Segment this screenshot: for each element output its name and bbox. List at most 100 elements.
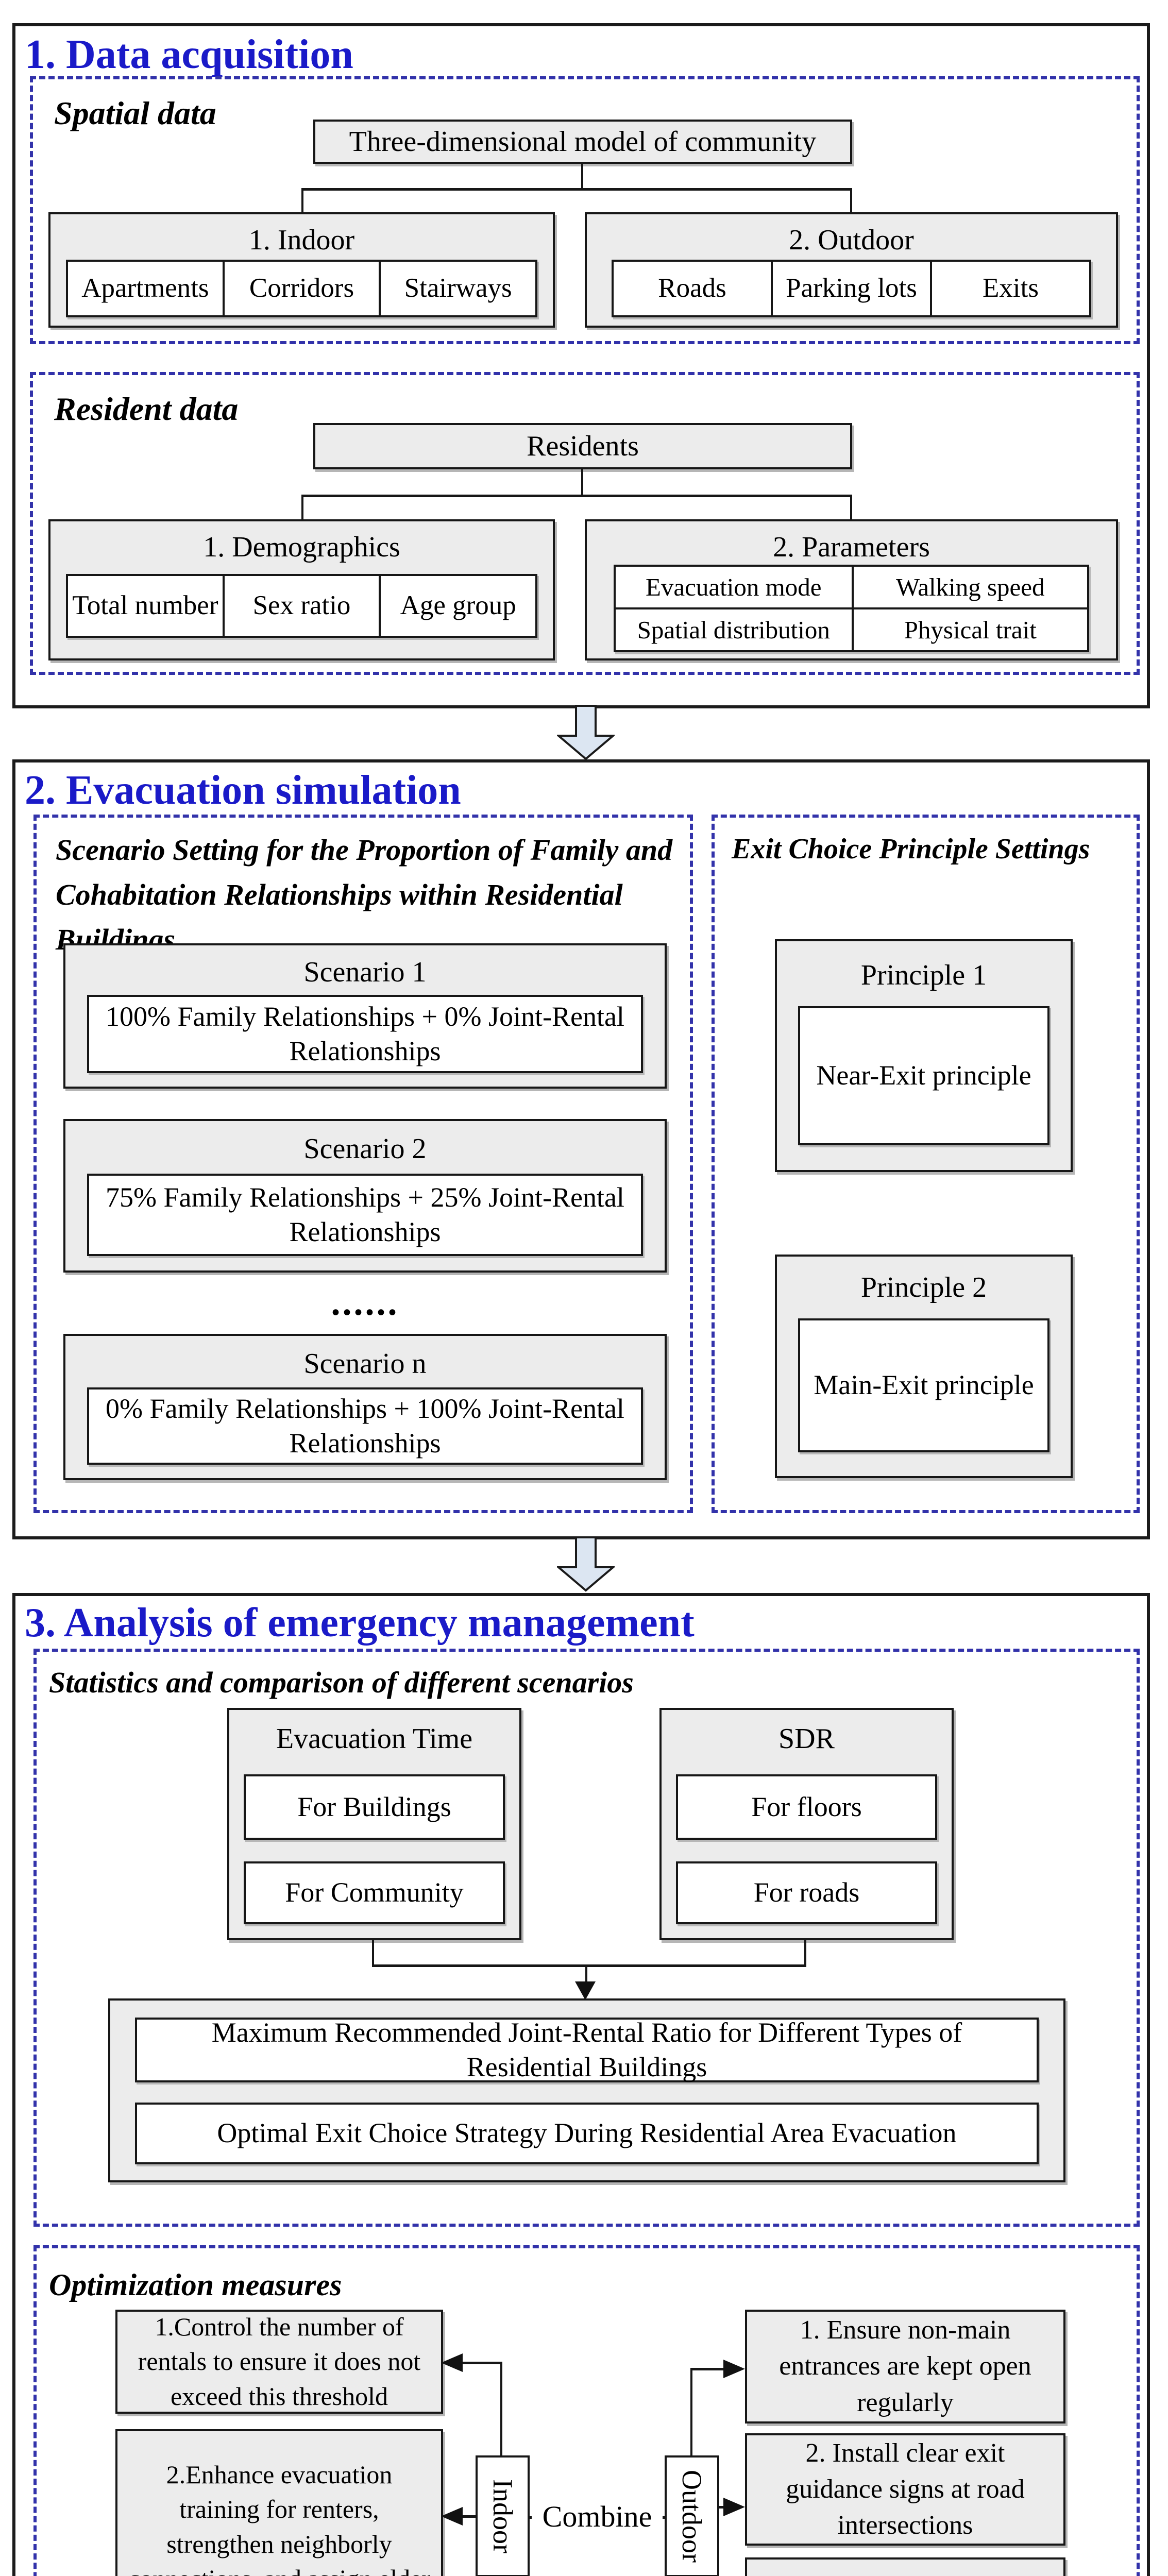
demographics-cell: Sex ratio bbox=[222, 576, 379, 636]
parameters-grid: Evacuation mode Walking speed Spatial di… bbox=[614, 565, 1089, 652]
scenario-n-body: 0% Family Relationships + 100% Joint-Ren… bbox=[87, 1387, 643, 1465]
outdoor-group-box: 2. Outdoor Roads Parking lots Exits bbox=[585, 212, 1118, 328]
connector-line bbox=[692, 2368, 725, 2370]
connector-line bbox=[301, 188, 852, 191]
connector-line bbox=[850, 495, 852, 520]
indoor-cells-row: Apartments Corridors Stairways bbox=[66, 260, 537, 317]
connector-line bbox=[719, 2506, 725, 2509]
outdoor-node-box: Outdoor bbox=[665, 2455, 719, 2576]
connector-line bbox=[372, 1964, 806, 1967]
section-2-title: 2. Evacuation simulation bbox=[25, 768, 461, 813]
outcome-item: Optimal Exit Choice Strategy During Resi… bbox=[135, 2103, 1039, 2164]
outdoor-cell: Roads bbox=[658, 273, 726, 303]
parameters-cell: Evacuation mode bbox=[645, 573, 822, 601]
outdoor-cell: Exits bbox=[930, 262, 1089, 315]
indoor-measure-2: 2.Enhance evacuation training for renter… bbox=[115, 2429, 443, 2576]
principle-2-title: Principle 2 bbox=[860, 1272, 987, 1303]
connector-line bbox=[585, 1967, 587, 1982]
sdr-item: For roads bbox=[676, 1861, 937, 1924]
exit-choice-panel bbox=[712, 815, 1140, 1513]
parameters-cell: Walking speed bbox=[851, 567, 1088, 607]
evacuation-time-title: Evacuation Time bbox=[276, 1723, 473, 1755]
right-arrowhead bbox=[723, 2360, 745, 2378]
indoor-node-box: Indoor bbox=[476, 2455, 530, 2576]
exit-choice-heading: Exit Choice Principle Settings bbox=[732, 833, 1090, 865]
demographics-cells-row: Total number Sex ratio Age group bbox=[66, 574, 537, 638]
outcome-item: Maximum Recommended Joint-Rental Ratio f… bbox=[135, 2017, 1039, 2082]
parameters-cell: Physical trait bbox=[851, 607, 1087, 650]
principle-1-box: Principle 1 Near-Exit principle bbox=[775, 939, 1073, 1172]
scenario-n-box: Scenario n 0% Family Relationships + 100… bbox=[63, 1334, 667, 1480]
optimization-panel bbox=[33, 2245, 1140, 2576]
outdoor-measure-2: 2. Install clear exit guidance signs at … bbox=[745, 2433, 1065, 2546]
section-1-title: 1. Data acquisition bbox=[25, 32, 353, 77]
connector-line bbox=[301, 495, 852, 497]
scenario-2-title: Scenario 2 bbox=[303, 1133, 427, 1165]
indoor-cell: Apartments bbox=[81, 273, 209, 303]
connector-line bbox=[804, 1940, 806, 1967]
scenario-2-box: Scenario 2 75% Family Relationships + 25… bbox=[63, 1119, 667, 1273]
indoor-group-box: 1. Indoor Apartments Corridors Stairways bbox=[48, 212, 555, 328]
evacuation-time-box: Evacuation Time For Buildings For Commun… bbox=[227, 1708, 521, 1940]
demographics-group-box: 1. Demographics Total number Sex ratio A… bbox=[48, 519, 555, 660]
scenario-1-box: Scenario 1 100% Family Relationships + 0… bbox=[63, 943, 667, 1089]
outdoor-cells-row: Roads Parking lots Exits bbox=[612, 260, 1091, 317]
scenario-1-body: 100% Family Relationships + 0% Joint-Ren… bbox=[87, 995, 643, 1073]
scenario-setting-panel bbox=[33, 815, 693, 1513]
sdr-box: SDR For floors For roads bbox=[659, 1708, 954, 1940]
connector-line bbox=[581, 163, 583, 190]
indoor-node-label: Indoor bbox=[487, 2479, 518, 2553]
evacuation-time-item: For Community bbox=[244, 1861, 505, 1924]
demographics-cell: Age group bbox=[379, 576, 535, 636]
principle-2-box: Principle 2 Main-Exit principle bbox=[775, 1255, 1073, 1478]
section-flow-arrow-1 bbox=[557, 705, 615, 760]
demographics-group-title: 1. Demographics bbox=[203, 531, 400, 563]
statistics-panel bbox=[33, 1649, 1140, 2227]
residents-root-box: Residents bbox=[313, 423, 852, 469]
indoor-measure-1: 1.Control the number of rentals to ensur… bbox=[115, 2310, 443, 2414]
parameters-cell: Spatial distribution bbox=[616, 607, 852, 650]
connector-line bbox=[500, 2362, 502, 2455]
optimization-label: Optimization measures bbox=[49, 2268, 342, 2302]
connector-line bbox=[372, 1940, 374, 1967]
scenario-n-title: Scenario n bbox=[303, 1348, 427, 1380]
statistics-label: Statistics and comparison of different s… bbox=[49, 1666, 634, 1699]
spatial-data-label: Spatial data bbox=[54, 95, 216, 131]
indoor-group-title: 1. Indoor bbox=[248, 224, 355, 256]
left-arrowhead bbox=[441, 2507, 463, 2526]
section-flow-arrow-2 bbox=[557, 1536, 615, 1592]
outdoor-measure-3: 3. Plan new parking spaces bbox=[745, 2557, 1065, 2576]
parameters-group-title: 2. Parameters bbox=[773, 531, 930, 563]
principle-1-title: Principle 1 bbox=[860, 959, 987, 991]
left-arrowhead bbox=[441, 2353, 463, 2372]
resident-data-panel bbox=[30, 372, 1140, 675]
down-arrowhead bbox=[575, 1981, 596, 2000]
scenario-1-title: Scenario 1 bbox=[303, 956, 427, 988]
evacuation-time-item: For Buildings bbox=[244, 1774, 505, 1840]
outdoor-group-title: 2. Outdoor bbox=[789, 224, 914, 256]
scenario-2-body: 75% Family Relationships + 25% Joint-Ren… bbox=[87, 1174, 643, 1256]
section-3-title: 3. Analysis of emergency management bbox=[25, 1600, 695, 1646]
connector-line bbox=[463, 2515, 478, 2518]
indoor-cell: Stairways bbox=[379, 262, 535, 315]
principle-1-body: Near-Exit principle bbox=[798, 1006, 1049, 1145]
connector-line bbox=[462, 2362, 502, 2364]
connector-line bbox=[850, 188, 852, 213]
spatial-root-box: Three-dimensional model of community bbox=[313, 120, 852, 164]
outdoor-cell: Parking lots bbox=[771, 262, 930, 315]
connector-line bbox=[690, 2368, 692, 2455]
indoor-cell: Corridors bbox=[222, 262, 379, 315]
resident-data-label: Resident data bbox=[54, 391, 239, 427]
principle-2-body: Main-Exit principle bbox=[798, 1318, 1049, 1452]
sdr-title: SDR bbox=[778, 1723, 835, 1755]
demographics-cell: Total number bbox=[72, 590, 218, 621]
connector-line bbox=[301, 188, 303, 213]
connector-line bbox=[301, 495, 303, 520]
sdr-item: For floors bbox=[676, 1774, 937, 1840]
right-arrowhead bbox=[723, 2498, 745, 2516]
scenario-ellipsis: ...... bbox=[331, 1282, 399, 1323]
connector-line bbox=[581, 468, 583, 497]
outdoor-measure-1: 1. Ensure non-main entrances are kept op… bbox=[745, 2310, 1065, 2424]
scenario-panel-heading: Scenario Setting for the Proportion of F… bbox=[56, 833, 673, 956]
